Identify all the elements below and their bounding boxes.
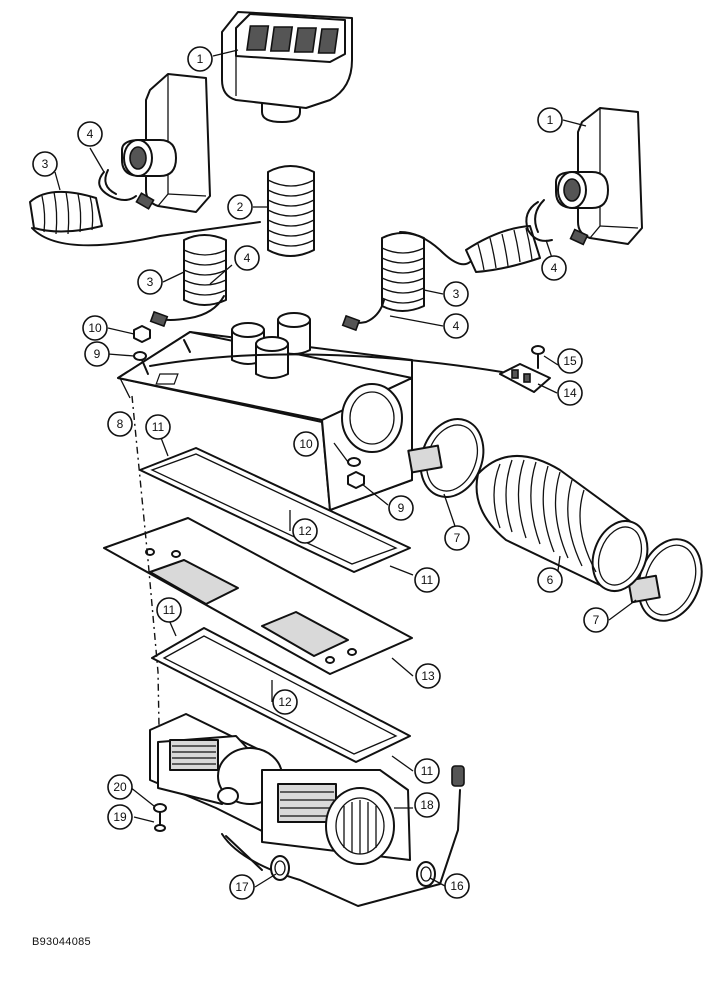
callout-7-far: 7	[583, 607, 609, 633]
callout-4-upper-left: 4	[77, 121, 103, 147]
svg-text:9: 9	[94, 347, 101, 361]
callout-12-upper: 12	[292, 518, 318, 544]
svg-text:4: 4	[551, 261, 558, 275]
svg-text:1: 1	[197, 52, 204, 66]
callout-9-left: 9	[84, 341, 110, 367]
left-short-hose	[29, 190, 261, 247]
svg-text:18: 18	[420, 798, 434, 812]
blower-assembly	[149, 713, 411, 865]
svg-text:1: 1	[547, 113, 554, 127]
right-vent-outlet	[555, 107, 643, 245]
svg-text:6: 6	[547, 573, 554, 587]
callout-19: 19	[107, 804, 133, 830]
callout-11-upper-right: 11	[414, 567, 440, 593]
svg-text:20: 20	[113, 780, 127, 794]
callout-12-lower: 12	[272, 689, 298, 715]
callout-11-upper: 11	[145, 414, 171, 440]
center-hose	[267, 165, 315, 257]
strap-clamp-lower-right	[341, 299, 385, 332]
callout-17: 17	[229, 874, 255, 900]
blower-wiring	[221, 765, 465, 907]
strap-clamp-lower-left	[149, 295, 225, 328]
svg-text:13: 13	[421, 669, 435, 683]
callout-10-right: 10	[293, 431, 319, 457]
resistor-screw	[531, 345, 545, 369]
hose-clamp-near-housing	[407, 418, 485, 498]
callout-3-upper-left: 3	[32, 151, 58, 177]
svg-text:9: 9	[398, 501, 405, 515]
left-vent-outlet	[121, 73, 211, 213]
callout-14: 14	[557, 380, 583, 406]
drawing-code: B93044085	[32, 936, 91, 948]
left-upright-hose	[183, 234, 227, 306]
callout-15: 15	[557, 348, 583, 374]
grommet-17	[270, 855, 290, 881]
callout-11-lower-right: 11	[414, 758, 440, 784]
svg-text:10: 10	[299, 437, 313, 451]
callout-7-near: 7	[444, 525, 470, 551]
svg-text:12: 12	[278, 695, 292, 709]
svg-text:3: 3	[42, 157, 49, 171]
svg-text:19: 19	[113, 810, 127, 824]
callout-3-right: 3	[443, 281, 469, 307]
callout-3-lower-left: 3	[137, 269, 163, 295]
svg-text:8: 8	[117, 417, 124, 431]
callout-9-right: 9	[388, 495, 414, 521]
svg-text:10: 10	[88, 321, 102, 335]
right-upright-hose	[381, 231, 471, 312]
heater-housing	[117, 312, 503, 511]
svg-text:3: 3	[147, 275, 154, 289]
top-vent-outlet	[221, 11, 353, 123]
svg-text:11: 11	[421, 573, 434, 587]
callout-13: 13	[415, 663, 441, 689]
svg-text:17: 17	[235, 880, 249, 894]
callout-16: 16	[444, 873, 470, 899]
callout-8: 8	[107, 411, 133, 437]
svg-text:4: 4	[87, 127, 94, 141]
callout-6: 6	[537, 567, 563, 593]
svg-text:3: 3	[453, 287, 460, 301]
svg-text:11: 11	[163, 603, 176, 617]
callout-11-middle: 11	[156, 597, 182, 623]
svg-text:16: 16	[450, 879, 464, 893]
callout-20: 20	[107, 774, 133, 800]
callout-4-lower-right: 4	[443, 313, 469, 339]
alignment-line	[131, 395, 161, 781]
callout-2: 2	[227, 194, 253, 220]
upper-gasket	[139, 447, 411, 573]
svg-text:4: 4	[453, 319, 460, 333]
hose-clamp-far	[627, 538, 703, 622]
strap-clamp-upper-left	[98, 169, 155, 210]
svg-text:7: 7	[593, 613, 600, 627]
svg-text:7: 7	[454, 531, 461, 545]
callout-1-right: 1	[537, 107, 563, 133]
svg-text:11: 11	[152, 420, 165, 434]
svg-text:4: 4	[244, 251, 251, 265]
svg-text:12: 12	[298, 524, 312, 538]
svg-text:2: 2	[237, 200, 244, 214]
callout-4-upper-right: 4	[541, 255, 567, 281]
callout-4-lower-left: 4	[234, 245, 260, 271]
callout-10-left: 10	[82, 315, 108, 341]
svg-text:11: 11	[421, 764, 434, 778]
callout-1-top: 1	[187, 46, 213, 72]
strap-clamp-upper-right	[525, 199, 589, 246]
svg-text:15: 15	[563, 354, 577, 368]
blower-screw	[153, 803, 167, 832]
right-short-hose	[465, 225, 541, 273]
resistor-block	[499, 363, 551, 393]
callout-18: 18	[414, 792, 440, 818]
svg-text:14: 14	[563, 386, 577, 400]
flex-duct	[475, 455, 649, 592]
grommet-16	[416, 861, 436, 887]
